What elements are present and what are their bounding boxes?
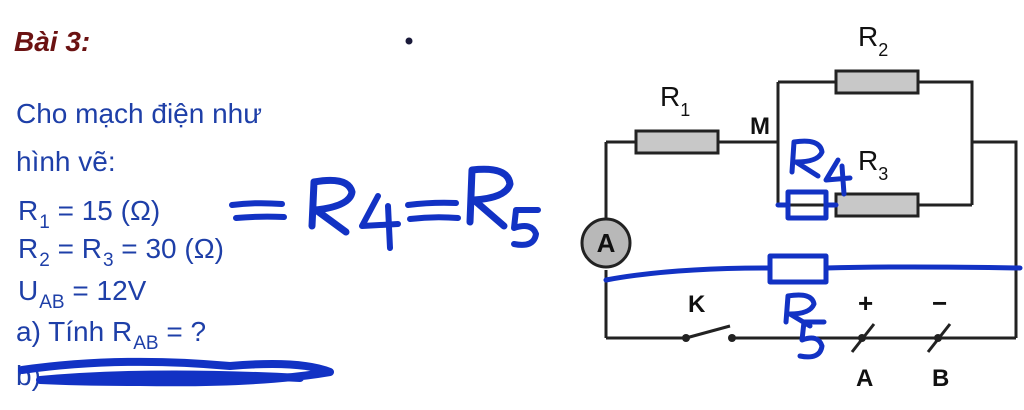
hand-equals-2b [407,214,461,222]
hand-equals-1 [229,200,285,208]
switch-blade [685,324,731,340]
ammeter [580,217,632,269]
r1-symbol: R [18,195,39,226]
r2-subscript: 2 [39,250,50,271]
handwriting-left-layer [18,37,541,387]
given-r1: R1 = 15 (Ω) [18,195,161,233]
given-uab: UAB = 12V [18,275,147,313]
r2-r3-value: = 30 (Ω) [113,233,224,264]
r3-symbol: = R [49,233,102,264]
hand-label-r5-5 [797,319,827,360]
plus-label: + [858,288,873,318]
u-subscript: AB [39,292,65,313]
hand-resistor-r5 [767,253,829,285]
r1-value: = 15 (Ω) [49,195,161,226]
hand-wire-left [603,265,773,283]
hand-equals-2 [405,199,459,208]
wire-right [972,140,1018,338]
hand-r5-r [466,165,514,230]
hand-equals-1b [233,213,287,221]
terminal-b-mark [926,323,952,353]
r2-symbol: R [18,233,39,264]
hand-r4-4 [359,193,401,251]
wire-r2-right [918,80,974,205]
u-symbol: U [18,275,39,306]
intro-line-2: hình vẽ: [16,146,116,177]
hand-label-r4-4 [823,157,853,197]
hand-wire-right [823,264,1023,271]
problem-heading: Bài 3: [14,26,91,57]
terminal-a-mark [850,323,876,353]
terminal-a-label: A [856,365,873,392]
hand-circuit-layer [603,138,1023,360]
hand-r4-r [308,176,356,236]
question-a-rest: = ? [158,316,207,347]
hand-label-r5-r [783,292,817,329]
ammeter-label: A [597,228,616,258]
circuit-wires [604,80,1018,340]
minus-label: − [932,288,947,318]
given-r2-r3: R2 = R3 = 30 (Ω) [18,233,224,271]
resistor-r2 [834,69,920,95]
r2-label: R2 [858,21,888,60]
uab-value: = 12V [64,275,147,306]
switch-contact-left [682,334,690,342]
resistor-r1 [634,129,720,155]
resistor-r3 [834,192,920,218]
r3-subscript: 3 [102,250,114,271]
question-a-prefix: a) Tính R [16,316,133,347]
stray-dot [405,37,413,45]
hand-r5-5 [511,207,541,248]
switch-contact-right [728,334,736,342]
switch-k-label: K [688,291,706,318]
question-a-subscript: AB [133,333,159,354]
hand-label-r4-r [789,138,825,179]
r3-label: R3 [858,145,888,184]
node-m-label: M [750,113,770,140]
scribble-question-b [18,357,334,387]
circuit-diagram: A R1 R2 R3 M K + − A B [580,21,1023,392]
intro-line-1: Cho mạch điện như [16,98,262,129]
r1-label: R1 [660,81,690,120]
terminal-b-label: B [932,365,949,392]
question-a: a) Tính RAB = ? [16,316,207,354]
r1-subscript: 1 [39,212,50,233]
